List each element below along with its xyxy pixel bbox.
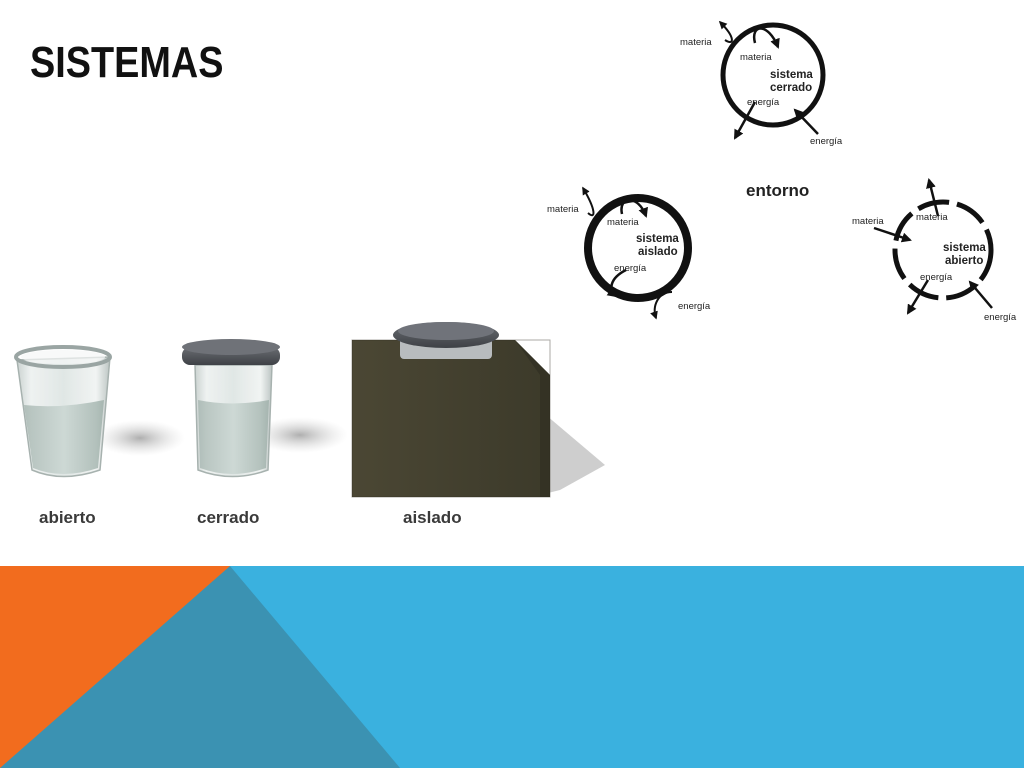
isolated-system-name-line1: sistema	[636, 233, 679, 245]
closed-container-label: cerrado	[197, 508, 260, 527]
open-materia-out-arrow	[926, 178, 940, 217]
closed-materia-out-arrow	[718, 20, 733, 43]
isolated-materia-outer-label: materia	[547, 204, 579, 215]
isolated-container-box	[351, 322, 605, 498]
open-energia-outer-label: energía	[984, 312, 1017, 323]
open-system-boundary	[892, 199, 994, 301]
open-energia-out-arrow	[906, 279, 930, 315]
isolated-energia-out-arrow	[650, 291, 673, 320]
open-materia-outer-label: materia	[852, 216, 884, 227]
closed-energia-inner-label: energía	[747, 97, 780, 108]
open-system-name-line1: sistema	[943, 242, 986, 254]
open-system-name-line2: abierto	[945, 255, 983, 267]
closed-materia-loop-arrow	[752, 27, 780, 49]
isolated-materia-loop-arrow	[620, 198, 648, 218]
entorno-label: entorno	[746, 181, 809, 200]
isolated-system-diagram: materia materia sistema aislado energía …	[547, 186, 711, 320]
isolated-energia-loop-arrow	[606, 268, 627, 298]
open-materia-inner-label: materia	[916, 212, 948, 223]
isolated-container-shadow	[540, 410, 605, 495]
open-energia-in-arrow	[968, 280, 993, 309]
open-container-shadow	[95, 420, 185, 456]
closed-energia-in-arrow	[793, 108, 819, 135]
isolated-materia-out-arrow	[582, 186, 595, 217]
footer-orange-triangle	[0, 566, 230, 768]
isolated-energia-outer-label: energía	[678, 301, 711, 312]
isolated-energia-inner-label: energía	[614, 263, 647, 274]
open-container-beaker	[14, 345, 185, 478]
isolated-system-boundary	[584, 194, 692, 302]
closed-system-name-line1: sistema	[770, 69, 813, 81]
isolated-materia-inner-label: materia	[607, 217, 639, 228]
slide-title: SISTEMAS	[30, 38, 224, 87]
closed-system-name-line2: cerrado	[770, 82, 812, 94]
closed-energia-out-arrow	[733, 101, 757, 140]
closed-materia-inner-label: materia	[740, 52, 772, 63]
open-container-label: abierto	[39, 508, 96, 527]
closed-energia-outer-label: energía	[810, 136, 843, 147]
open-energia-inner-label: energía	[920, 272, 953, 283]
closed-container-shadow	[252, 417, 348, 453]
footer-decoration	[0, 566, 1024, 768]
systems-diagram: materia materia sistema cerrado energía …	[547, 20, 1017, 323]
closed-system-boundary	[720, 22, 826, 128]
open-materia-in-arrow	[873, 226, 912, 243]
open-system-diagram: materia materia sistema abierto energía …	[852, 178, 1017, 323]
isolated-container-label: aislado	[403, 508, 462, 527]
containers-illustration	[14, 322, 605, 498]
closed-materia-outer-label: materia	[680, 37, 712, 48]
isolated-system-name-line2: aislado	[638, 246, 678, 258]
closed-system-diagram: materia materia sistema cerrado energía …	[680, 20, 843, 147]
closed-container-jar	[182, 339, 348, 478]
